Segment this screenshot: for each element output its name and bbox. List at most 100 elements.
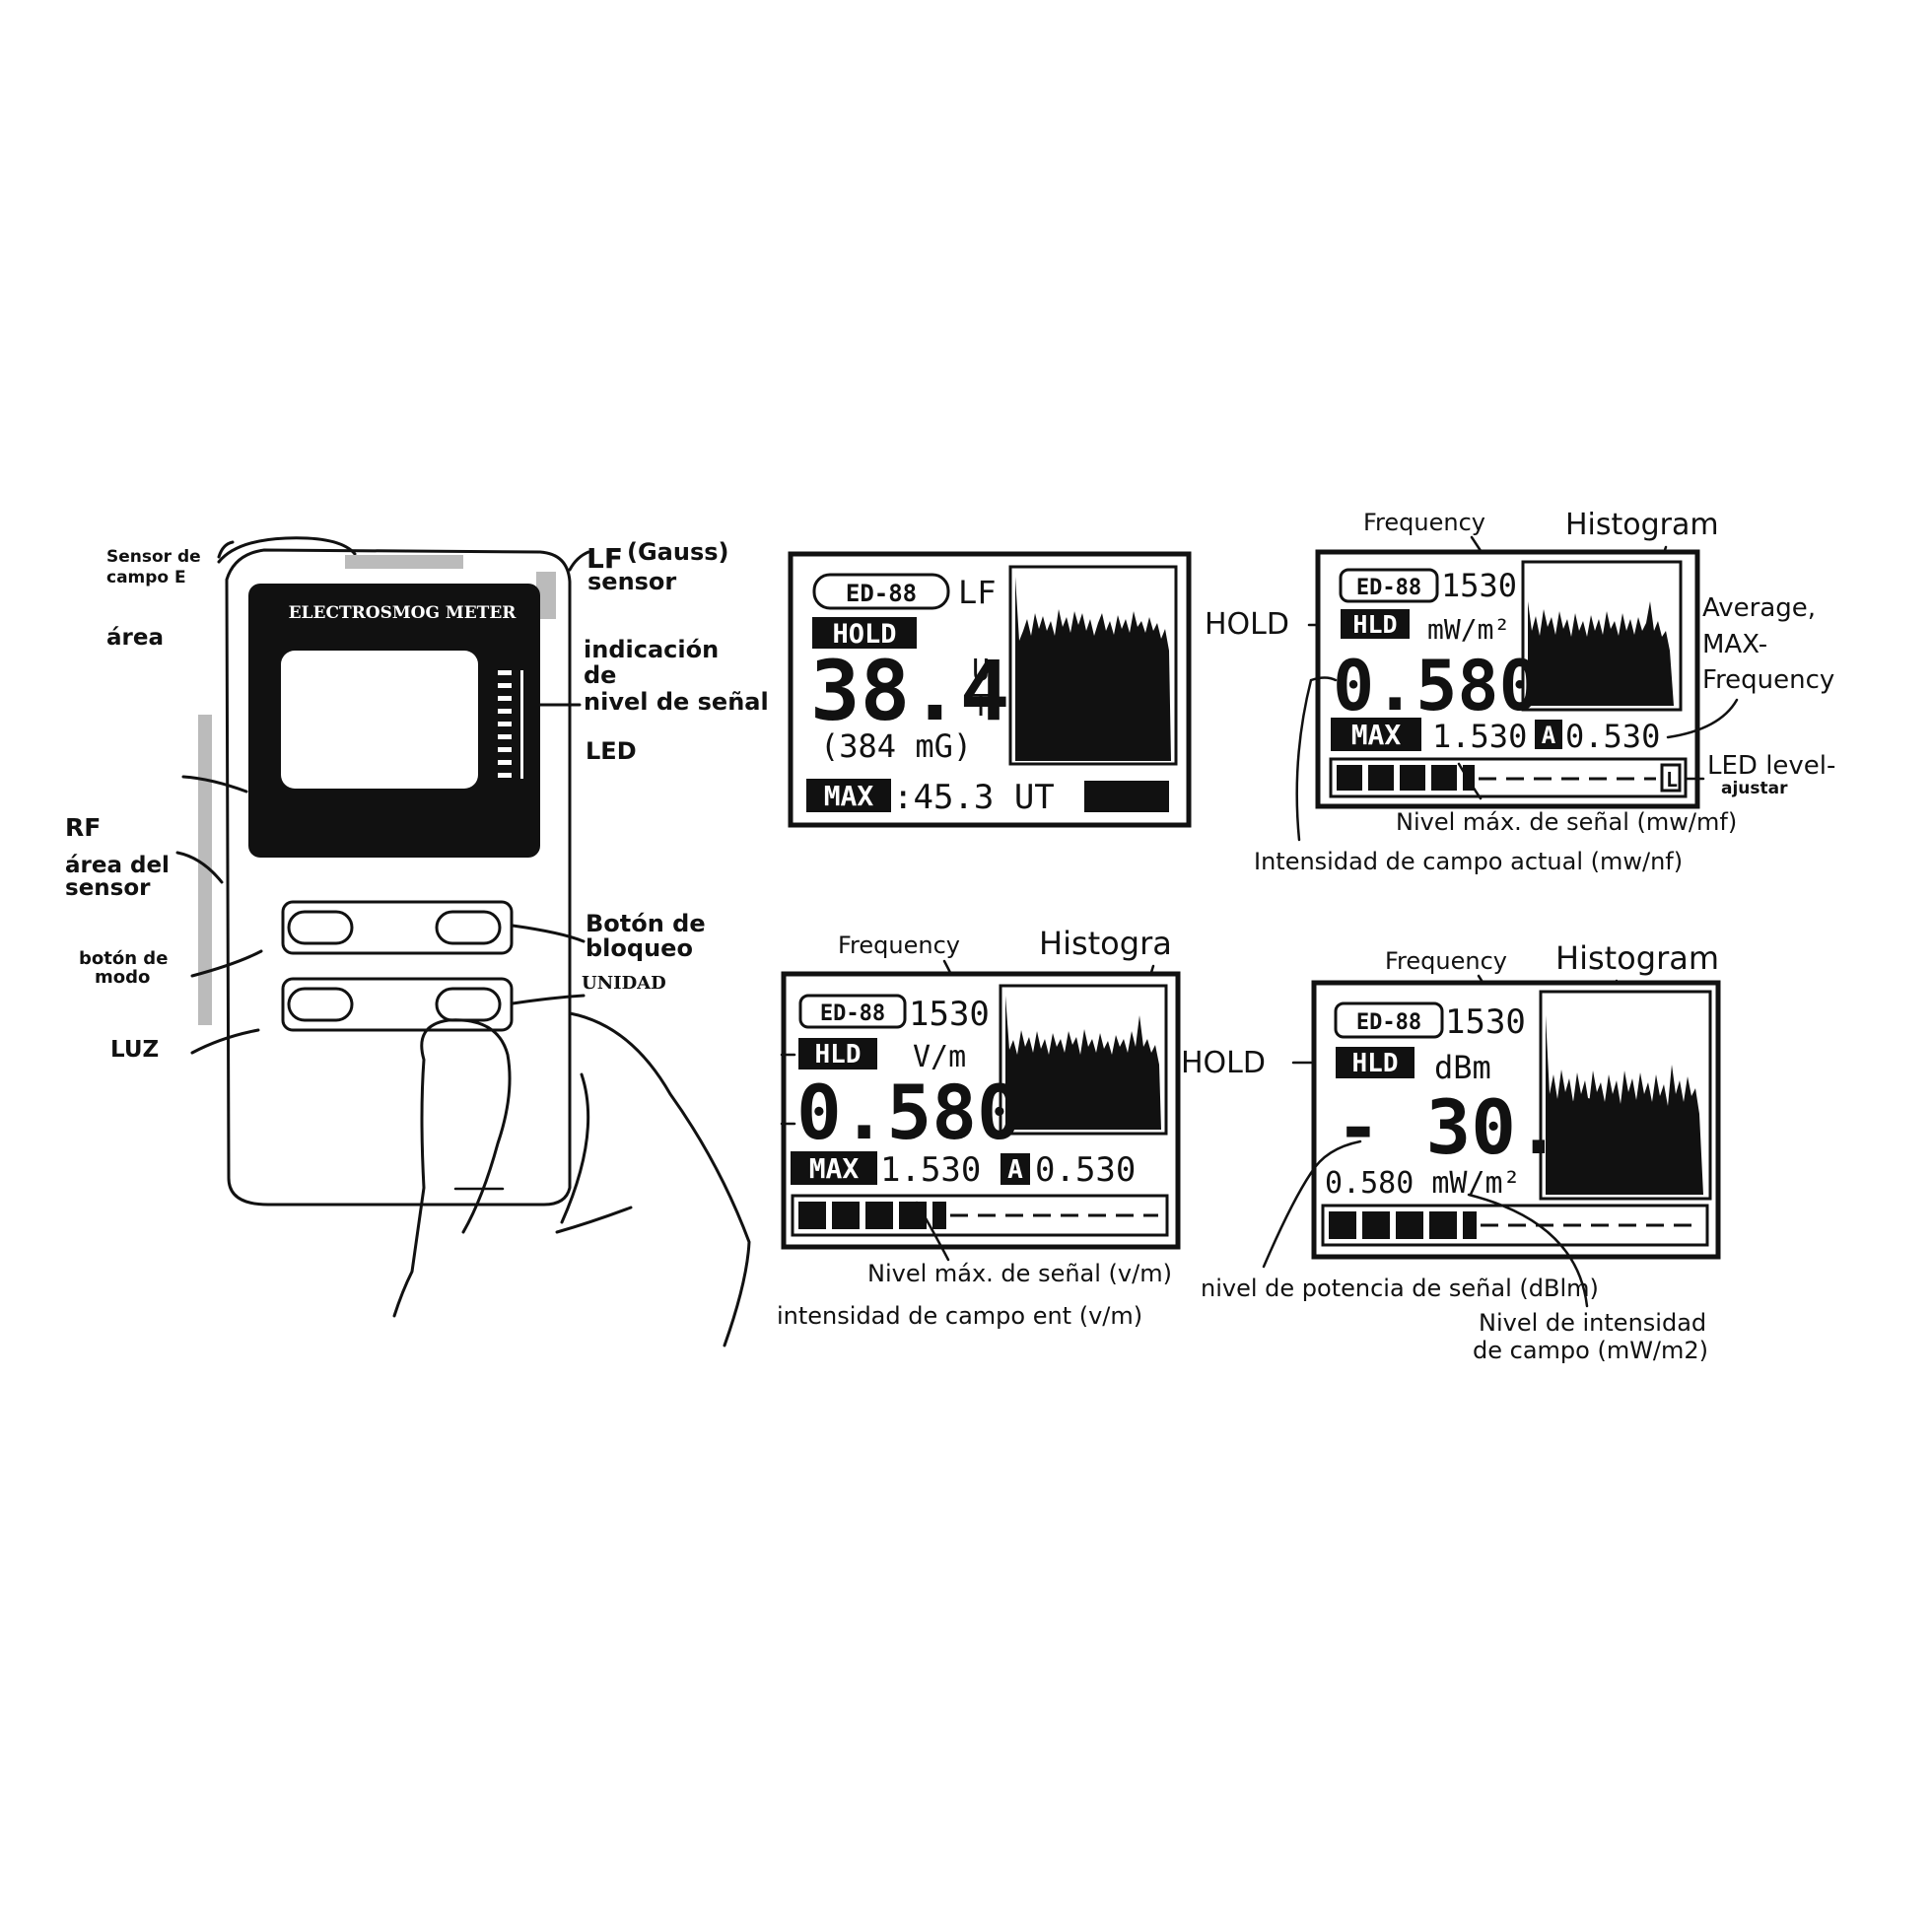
histogram-box <box>1539 990 1712 1201</box>
histogram-bars <box>1005 996 1161 1130</box>
label-lf-sensor: sensor <box>587 568 676 595</box>
hld-label: HLD <box>1352 610 1397 639</box>
led-level-label: LED level- <box>1707 751 1835 781</box>
caption-max: Nivel máx. de señal (mw/mf) <box>1396 808 1737 836</box>
mode-label: LF <box>958 574 997 611</box>
brand-label: ELECTROSMOG METER <box>289 603 518 623</box>
histogram-label: Histogram <box>1555 939 1719 977</box>
label-gauss: (Gauss) <box>627 538 729 566</box>
l-icon: L <box>1666 768 1678 792</box>
unit-bottom: T <box>972 689 990 724</box>
hold-label: HOLD <box>832 619 896 650</box>
button-row-top <box>281 900 514 955</box>
level-bar <box>1084 781 1169 812</box>
led-level-bar <box>1337 765 1656 791</box>
main-value: 38.4 <box>810 643 1009 739</box>
label-rf-area-1: área del <box>65 853 170 878</box>
max-badge <box>1331 718 1421 751</box>
caption-intensity-2: de campo (mW/m2) <box>1473 1337 1708 1364</box>
sub-value: (384 mG) <box>820 727 972 765</box>
device-body <box>225 548 572 1207</box>
led-bar-frame <box>1321 1204 1709 1247</box>
device-screen <box>281 651 478 789</box>
histogram-bars <box>1546 1015 1703 1195</box>
avg-badge <box>1535 720 1562 749</box>
label-rf-area-2: sensor <box>65 875 151 901</box>
hld-badge <box>798 1038 877 1070</box>
main-value: 0.580 <box>796 1069 1022 1156</box>
max-value: 1.530 <box>1432 718 1527 755</box>
top-sensor-bump <box>217 536 357 564</box>
side-label-3: Frequency <box>1702 665 1834 695</box>
rf-sensor-strip <box>198 715 212 1025</box>
sub-value: 0.580 mW/m² <box>1325 1166 1521 1201</box>
model-badge <box>812 573 950 610</box>
side-label-1: Average, <box>1702 593 1816 623</box>
mode-button[interactable] <box>287 910 354 945</box>
device-illustration: ELECTROSMOG METER <box>175 536 751 1347</box>
label-sensor-e-1: Sensor de <box>106 547 201 567</box>
histogram-label: Histogra <box>1039 925 1172 962</box>
hold-badge <box>812 617 917 649</box>
model-badge <box>798 994 907 1029</box>
max-label: MAX <box>824 780 874 812</box>
caption-current: Intensidad de campo actual (mw/nf) <box>1254 848 1683 875</box>
label-area: área <box>106 625 164 651</box>
caption-max: Nivel máx. de señal (v/m) <box>867 1260 1172 1287</box>
freq-value: 1530 <box>1445 1002 1526 1042</box>
hld-label: HLD <box>815 1040 862 1070</box>
histogram-box <box>1008 565 1178 766</box>
avg-value: 0.530 <box>1035 1150 1136 1190</box>
label-lock-2: bloqueo <box>586 934 693 962</box>
l-icon-box <box>1660 763 1682 793</box>
light-button[interactable] <box>287 987 354 1022</box>
histogram-bars <box>1015 577 1171 761</box>
led-level-bar <box>1329 1211 1697 1239</box>
hold-callout: HOLD <box>1205 607 1289 642</box>
unit-button[interactable] <box>435 987 502 1022</box>
led-indicator <box>498 670 523 779</box>
unit-label: V/m <box>913 1040 966 1074</box>
panel-mw: Frequency Histogram HOLD ED-88 1530 HLD … <box>1205 508 1835 875</box>
label-sensor-e-2: campo E <box>106 568 186 587</box>
led-bar-frame <box>791 1194 1169 1237</box>
label-unidad: UNIDAD <box>582 973 666 994</box>
hand-outline <box>392 1011 751 1347</box>
label-mode-btn-1: botón de <box>79 948 168 969</box>
side-label-2: MAX- <box>1702 630 1767 659</box>
caption-power: nivel de potencia de señal (dBlm) <box>1201 1275 1599 1302</box>
model-badge <box>1339 568 1439 603</box>
label-indication-3: nivel de señal <box>584 688 769 716</box>
max-label: MAX <box>809 1152 860 1185</box>
hld-label: HLD <box>1352 1049 1399 1078</box>
frequency-label: Frequency <box>1363 509 1485 536</box>
model-label: ED-88 <box>846 580 917 607</box>
max-badge <box>791 1151 877 1185</box>
max-label: MAX <box>1351 719 1402 751</box>
avg-value: 0.530 <box>1565 718 1660 755</box>
avg-label: A <box>1542 722 1556 749</box>
hold-callout: HOLD <box>1181 1046 1266 1080</box>
hld-badge <box>1341 609 1410 639</box>
unit-label: dBm <box>1434 1049 1491 1086</box>
e-field-sensor-area <box>345 555 463 569</box>
panel-vm: Frequency Histogra ED-88 1530 HLD V/m 0.… <box>777 925 1181 1330</box>
lock-button[interactable] <box>435 910 502 945</box>
label-indication-1: indicación <box>584 636 719 663</box>
model-label: ED-88 <box>820 1001 885 1026</box>
histogram-box <box>999 984 1168 1136</box>
label-mode-btn-2: modo <box>95 967 150 988</box>
label-rf: RF <box>65 813 101 842</box>
label-lf: LF <box>586 542 623 575</box>
histogram-bars <box>1528 601 1674 706</box>
freq-value: 1530 <box>909 995 990 1034</box>
model-label: ED-88 <box>1356 576 1421 600</box>
main-value: 0.580 <box>1333 646 1541 726</box>
max-value: 1.530 <box>880 1150 981 1190</box>
histogram-box <box>1521 560 1683 712</box>
unit-top: U <box>972 654 990 688</box>
histogram-label: Histogram <box>1565 508 1719 542</box>
lf-sensor-area <box>536 572 556 619</box>
panel-dbm: Frequency Histogram HOLD ED-88 1530 HLD … <box>1181 939 1721 1364</box>
